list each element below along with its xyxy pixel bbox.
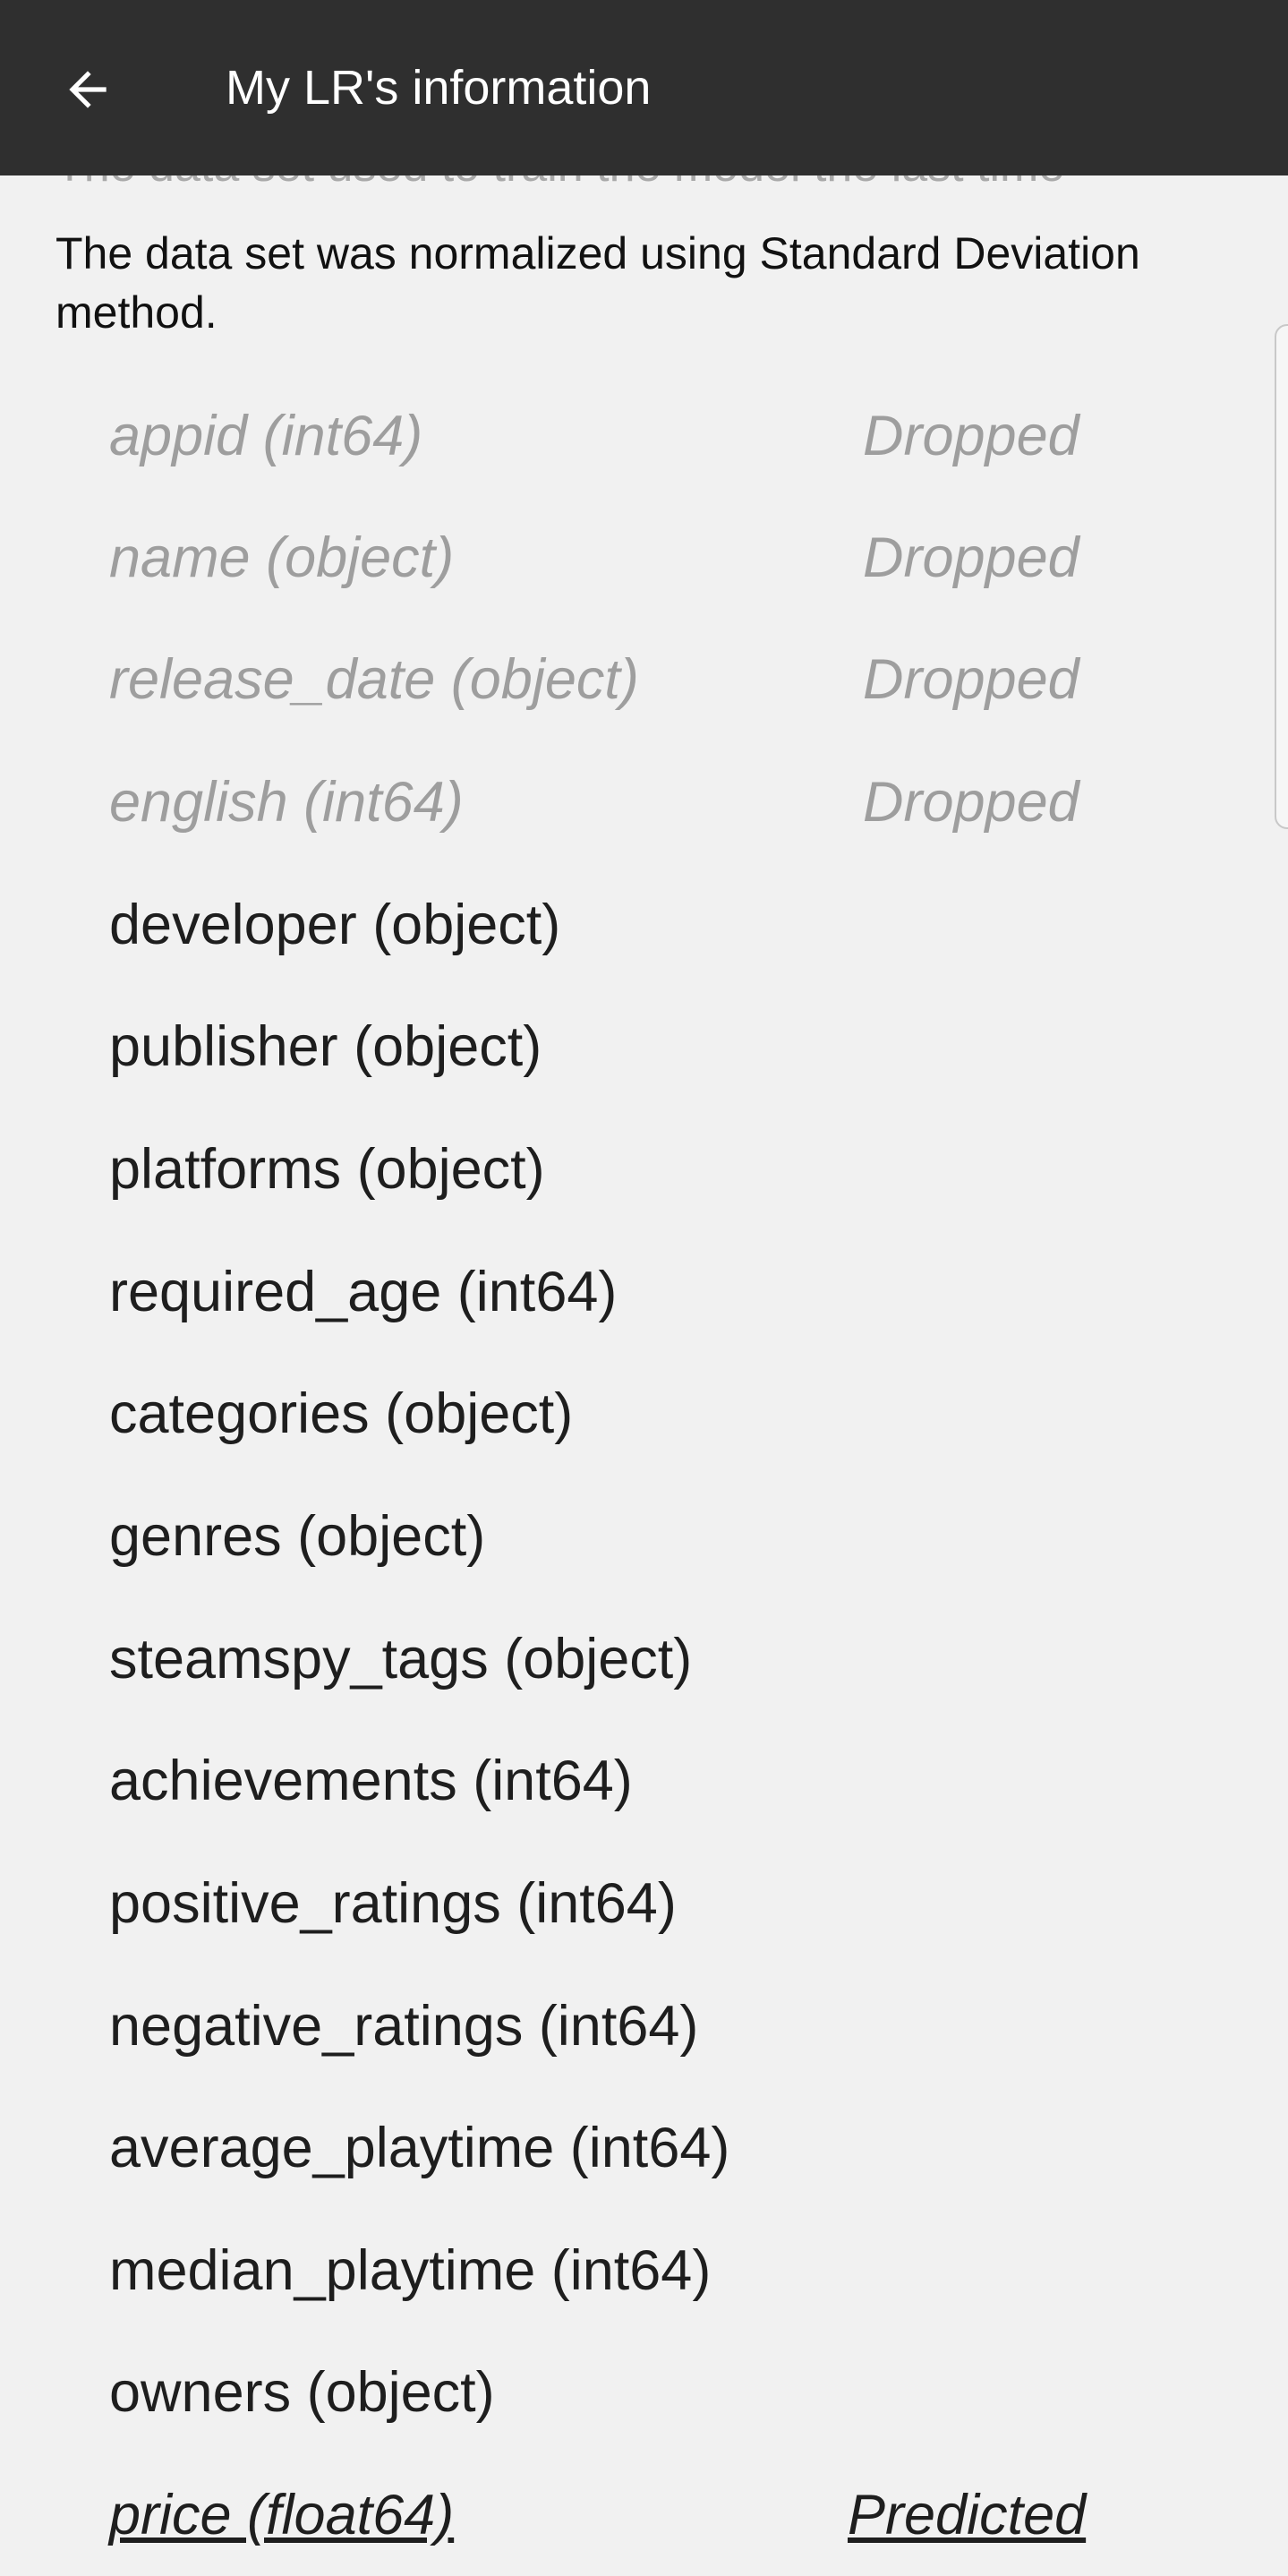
feature-row-target[interactable]: price (float64) Predicted (109, 2470, 1165, 2560)
feature-row: appid (int64) Dropped (109, 391, 1165, 481)
feature-name: negative_ratings (int64) (109, 1995, 699, 2058)
feature-row: platforms (object) (109, 1125, 1165, 1214)
feature-name: positive_ratings (int64) (109, 1872, 677, 1935)
feature-name: name (object) (109, 526, 455, 589)
feature-row: genres (object) (109, 1492, 1165, 1581)
feature-name: appid (int64) (109, 405, 423, 467)
feature-row: steamspy_tags (object) (109, 1614, 1165, 1704)
target-feature-name[interactable]: price (float64) (109, 2484, 455, 2546)
side-panel-edge[interactable] (1275, 324, 1288, 829)
feature-status: Dropped (863, 771, 1079, 834)
feature-name: english (int64) (109, 771, 464, 834)
feature-row: owners (object) (109, 2348, 1165, 2437)
page-title: My LR's information (226, 61, 652, 115)
feature-name: median_playtime (int64) (109, 2239, 712, 2302)
feature-status: Dropped (863, 405, 1079, 467)
feature-row: negative_ratings (int64) (109, 1981, 1165, 2071)
feature-name: owners (object) (109, 2361, 495, 2424)
feature-row: release_date (object) Dropped (109, 635, 1165, 724)
app-bar: My LR's information (0, 0, 1288, 175)
feature-row: required_age (int64) (109, 1247, 1165, 1337)
feature-row: name (object) Dropped (109, 513, 1165, 603)
feature-row: english (int64) Dropped (109, 757, 1165, 847)
feature-row: developer (object) (109, 880, 1165, 970)
feature-name: steamspy_tags (object) (109, 1628, 693, 1690)
feature-row: average_playtime (int64) (109, 2103, 1165, 2193)
feature-status: Dropped (863, 648, 1079, 711)
feature-name: categories (object) (109, 1382, 574, 1445)
feature-row: categories (object) (109, 1369, 1165, 1459)
predicted-status[interactable]: Predicted (848, 2484, 1087, 2546)
feature-name: developer (object) (109, 894, 561, 956)
feature-name: achievements (int64) (109, 1750, 633, 1812)
feature-status: Dropped (863, 526, 1079, 589)
back-button[interactable] (50, 52, 125, 127)
feature-row: achievements (int64) (109, 1736, 1165, 1826)
feature-name: genres (object) (109, 1505, 486, 1568)
feature-row: positive_ratings (int64) (109, 1859, 1165, 1948)
feature-name: release_date (object) (109, 648, 639, 711)
feature-row: publisher (object) (109, 1002, 1165, 1091)
feature-name: publisher (object) (109, 1015, 542, 1078)
feature-name: average_playtime (int64) (109, 2117, 730, 2179)
feature-name: required_age (int64) (109, 1261, 618, 1323)
normalization-note: The data set was normalized using Standa… (55, 228, 1140, 338)
feature-name: platforms (object) (109, 1138, 545, 1201)
feature-row: median_playtime (int64) (109, 2226, 1165, 2315)
arrow-left-icon (69, 71, 107, 108)
